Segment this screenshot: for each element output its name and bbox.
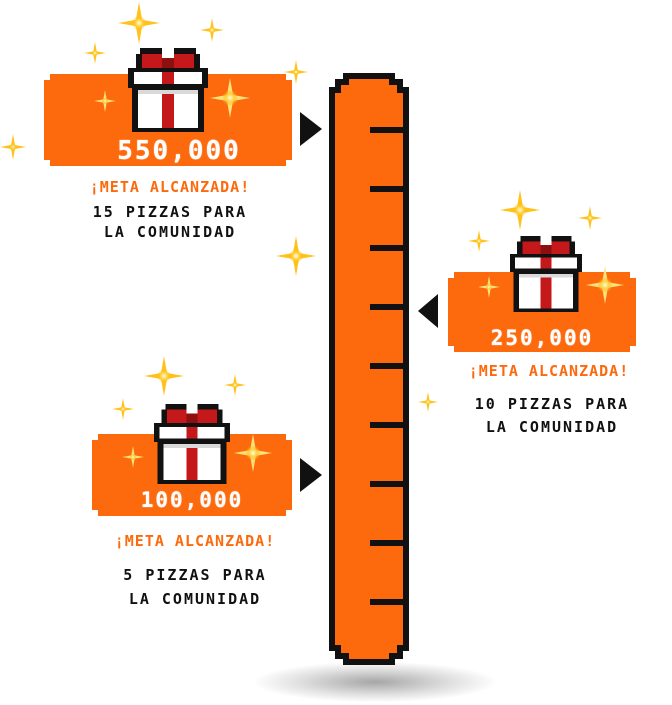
gift-icon [509, 236, 583, 312]
tier-amount: 100,000 [140, 488, 244, 512]
reward-text-line2: LA COMUNIDAD [128, 590, 262, 608]
reward-text-line2: LA COMUNIDAD [485, 418, 619, 436]
sparkle-icon [234, 434, 272, 472]
goal-reached-label: ¡META ALCANZADA! [89, 178, 251, 196]
sparkle-icon [118, 2, 160, 44]
gift-icon [153, 404, 231, 484]
reward-text-line2: LA COMUNIDAD [103, 223, 237, 241]
thermometer-tick-marks [370, 127, 406, 605]
sparkle-icon [418, 392, 438, 412]
sparkle-icon [84, 42, 106, 64]
sparkle-icon [224, 374, 246, 396]
reward-text-line1: 15 PIZZAS PARA [92, 203, 248, 221]
sparkle-icon [478, 276, 500, 298]
sparkle-icon [500, 190, 540, 230]
pointer-arrow-icon [418, 294, 438, 328]
sparkle-icon [122, 446, 144, 468]
pointer-arrow-icon [300, 112, 322, 146]
sparkle-icon [0, 134, 26, 160]
gift-icon [128, 48, 208, 132]
tier-amount: 250,000 [490, 326, 594, 350]
tier-amount: 550,000 [117, 136, 241, 166]
reward-text-line1: 5 PIZZAS PARA [123, 566, 267, 584]
sparkle-icon [94, 90, 116, 112]
sparkle-icon [276, 236, 316, 276]
thermometer-shadow [255, 662, 495, 702]
sparkle-icon [586, 266, 624, 304]
goal-reached-label: ¡META ALCANZADA! [114, 532, 276, 550]
sparkle-icon [200, 18, 224, 42]
sparkle-icon [468, 230, 490, 252]
pointer-arrow-icon [300, 458, 322, 492]
sparkle-icon [578, 206, 602, 230]
reward-text-line1: 10 PIZZAS PARA [474, 395, 630, 413]
goal-reached-label: ¡META ALCANZADA! [468, 362, 630, 380]
sparkle-icon [284, 60, 308, 84]
sparkle-icon [144, 356, 184, 396]
sparkle-icon [112, 398, 134, 420]
sparkle-icon [210, 78, 250, 118]
progress-thermometer [329, 73, 409, 665]
